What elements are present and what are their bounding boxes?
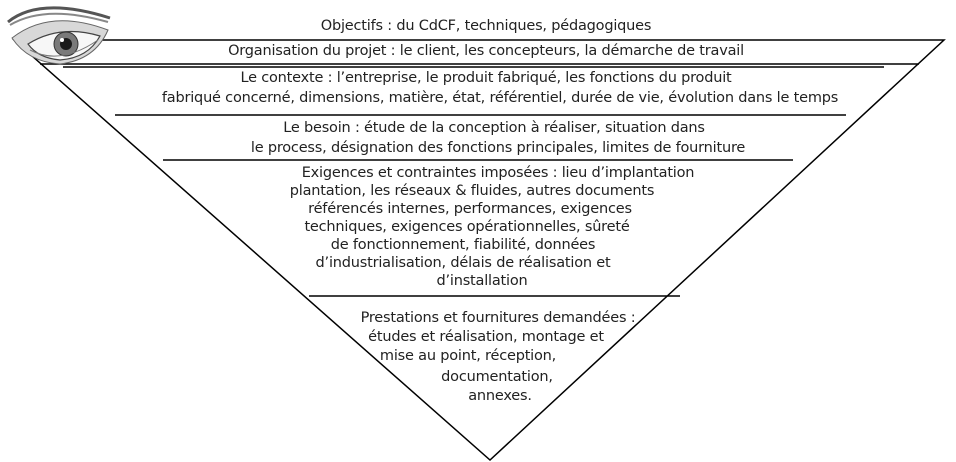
level-prestations-line2: études et réalisation, montage et [368,329,604,345]
level-prestations-line3: mise au point, réception, [379,348,557,364]
level-contexte-line2: fabriqué concerné, dimensions, matière, … [161,90,839,106]
level-exigences-line1: Exigences et contraintes imposées : lieu… [301,165,695,181]
level-organisation: Organisation du projet : le client, les … [228,43,744,59]
level-prestations-line1: Prestations et fournitures demandées : [360,310,636,326]
level-exigences-line7: d’installation [436,273,528,289]
level-exigences-line4: techniques, exigences opérationnelles, s… [304,219,630,235]
level-prestations-line5: annexes. [468,388,532,404]
level-prestations-line4: documentation, [441,369,553,385]
level-exigences-line5: de fonctionnement, fiabilité, données [330,237,596,253]
level-exigences-line3: référencés internes, performances, exige… [308,201,632,217]
level-besoin-line2: le process, désignation des fonctions pr… [250,140,746,156]
level-objectifs: Objectifs : du CdCF, techniques, pédagog… [320,18,652,34]
pyramid-triangle [12,39,946,462]
level-exigences-line2: plantation, les réseaux & fluides, autre… [289,183,655,199]
level-contexte-line1: Le contexte : l’entreprise, le produit f… [240,70,732,86]
level-exigences-line6: d’industrialisation, délais de réalisati… [315,255,611,271]
level-besoin-line1: Le besoin : étude de la conception à réa… [283,120,705,136]
eye-icon [7,6,111,65]
